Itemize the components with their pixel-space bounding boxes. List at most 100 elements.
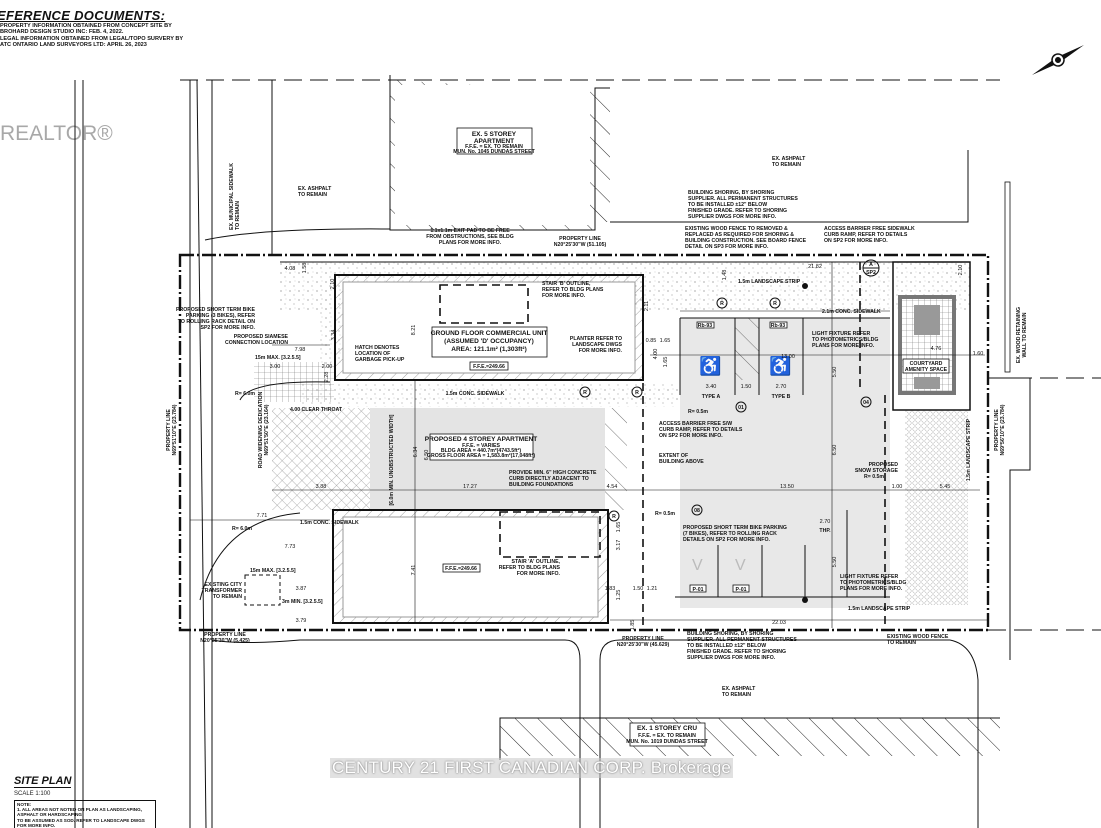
site-plan-note: NOTE:1. ALL AREAS NOT NOTED ON PLAN AS L… xyxy=(14,800,156,828)
annotation-line: R= 6.0m xyxy=(232,526,252,532)
dimension-label: 7.98 xyxy=(295,347,306,353)
annotation-line: PROPOSED xyxy=(869,462,899,468)
annotation-line: N20°25'30"W (51.105) xyxy=(554,242,607,248)
dimension-label: 1.60 xyxy=(973,351,984,357)
dimension-label: 5.50 xyxy=(832,367,838,378)
section-marker: A xyxy=(869,262,873,268)
dimension-label: 0.85 xyxy=(646,338,657,344)
stair-a-outline xyxy=(499,511,601,558)
parking-area xyxy=(680,318,890,608)
annotation-line: 1.5m CONC. SIDEWALK xyxy=(300,520,359,526)
annotation-line: TO REMAIN xyxy=(298,192,327,198)
sidewalk-mid xyxy=(300,383,690,407)
annotation-line: ACCESS BARRIER FREE SIDEWALK xyxy=(824,226,915,232)
property-line xyxy=(178,253,990,632)
reference-line: PROPERTY INFORMATION OBTAINED FROM CONCE… xyxy=(0,23,172,29)
annotation-line: EX. ASHPALT xyxy=(722,686,756,692)
retaining-wall xyxy=(1004,181,1011,373)
annotation-line: BUILDING FOUNDATIONS xyxy=(509,482,574,488)
dimension-label: 6.34 xyxy=(413,447,419,458)
annotation-line: ACCESS BARRIER FREE S/W xyxy=(659,421,732,427)
annotation-line: GARBAGE PICK-UP xyxy=(355,357,405,363)
dimension-label: 22.03 xyxy=(772,620,786,626)
dimension-label: 1.65 xyxy=(663,357,669,368)
annotation-line: LANDSCAPE DWGS xyxy=(572,342,622,348)
annotation-line: CURB RAMP, REFER TO DETAILS xyxy=(824,232,908,238)
ex-5-storey-address: MUN. No. 1045 DUNDAS STREET xyxy=(453,149,535,155)
annotation-line: 1.5m LANDSCAPE STRIP xyxy=(848,606,911,612)
svg-text:R: R xyxy=(720,301,724,307)
stair-b-outline xyxy=(439,284,529,324)
ex-5-storey-label: EX. 5 STOREY xyxy=(472,131,517,138)
annotation-line: (7 BIKES), REFER TO ROLLING RACK xyxy=(683,531,777,537)
annotation-conc-sidewalk-15b: 1.5m CONC. SIDEWALK xyxy=(300,520,359,526)
bike-rack-icon: V xyxy=(692,557,703,574)
road-lines xyxy=(74,79,1000,828)
annotation-line: TO REMAIN xyxy=(887,640,916,646)
dimension-label: 2.10 xyxy=(958,265,964,276)
annotation-line: CURB DIRECTLY ADJACENT TO xyxy=(509,476,589,482)
annotation-line: [6.0m MIN. UNOBSTRUCTED WIDTH] xyxy=(389,414,395,505)
dimension-label: 4.54 xyxy=(607,484,618,490)
annotation-line: CURB RAMP, REFER TO DETAILS xyxy=(659,427,743,433)
annotation-line: 4.00 CLEAR THROAT xyxy=(290,407,343,413)
annotation-line: TO BE INSTALLED ±12" BELOW xyxy=(687,643,766,649)
turning-radius xyxy=(239,381,331,401)
annotation-line: LOCATION OF xyxy=(355,351,390,357)
p01-tag: P-01 xyxy=(693,587,704,593)
annotation-line: SUPPLIER. ALL PERMANENT STRUCTURES xyxy=(688,196,798,202)
dimension-label: 4.00 xyxy=(653,349,659,360)
annotation-line: FOR MORE INFO. xyxy=(579,348,623,354)
annotation-line: PROPERTY LINE xyxy=(622,636,664,642)
accessible-parking-icon: ♿ xyxy=(699,355,721,376)
ex-1-storey-address: MUN. No. 1019 DUNDAS STREET xyxy=(626,739,708,745)
reference-line: BROHARD DESIGN STUDIO INC: FEB. 4, 2022. xyxy=(0,29,124,36)
p01-tag: P-01 xyxy=(736,587,747,593)
annotation-r05-3: R= 0.5m xyxy=(864,474,884,480)
dimension-label: 4.08 xyxy=(285,266,296,272)
annotation-line: R= 6.0m xyxy=(235,391,255,397)
dimension-label: 1.50 xyxy=(741,384,752,390)
dimension-label: 3.87 xyxy=(296,586,307,592)
annotation-line: R= 0.5m xyxy=(688,409,708,415)
tag-label: 08 xyxy=(694,508,700,514)
annotation-line: PROPERTY LINE xyxy=(204,632,246,638)
courtyard-label: AMENITY SPACE xyxy=(905,367,948,373)
dimension-label: 1.25 xyxy=(616,590,622,601)
annotation-line: PROPERTY LINE xyxy=(166,409,172,451)
annotation-line: 15m MAX. [3.2.5.5] xyxy=(250,568,296,574)
annotation-line: PARKING (3 BIKES), REFER xyxy=(186,313,255,319)
lower-ffe: F.F.E.=249.66 xyxy=(445,566,477,572)
apartment-title: PROPOSED 4 STOREY APARTMENT xyxy=(425,436,537,443)
dimension-label: 2.70 xyxy=(820,519,831,525)
commercial-unit: GROUND FLOOR COMMERCIAL UNIT (ASSUMED 'D… xyxy=(334,274,644,381)
dimension-label: 1.85 xyxy=(630,620,636,631)
dimension-label: 2.11 xyxy=(644,301,650,311)
courtyard-label: COURTYARD xyxy=(910,361,943,367)
ex-1-storey-ffe: F.F.E. = EX. TO REMAIN xyxy=(638,733,696,739)
svg-text:R: R xyxy=(612,514,616,520)
annotation-line: BUILDING ABOVE xyxy=(659,459,704,465)
dimension-label: 1.00 xyxy=(892,484,903,490)
dimension-label: 5.45 xyxy=(940,484,951,490)
annotation-line: FOR MORE INFO. xyxy=(542,293,586,299)
annotation-line: SP2 FOR MORE INFO. xyxy=(201,325,256,331)
lower-building: F.F.E.=249.66 xyxy=(332,509,609,624)
existing-1-storey-building: EX. 1 STOREY CRU F.F.E. = EX. TO REMAIN … xyxy=(499,717,1000,760)
type-a-label: TYPE A xyxy=(702,394,721,400)
dimension-label: 21.82 xyxy=(808,264,822,270)
site-plan-scale: SCALE 1:100 xyxy=(14,791,51,797)
annotation-line: 15m MAX. [3.2.5.5] xyxy=(255,355,301,361)
annotation-line: PROPOSED SHORT TERM BIKE PARKING xyxy=(683,525,787,531)
rb-tag: Rb-93 xyxy=(771,323,786,329)
